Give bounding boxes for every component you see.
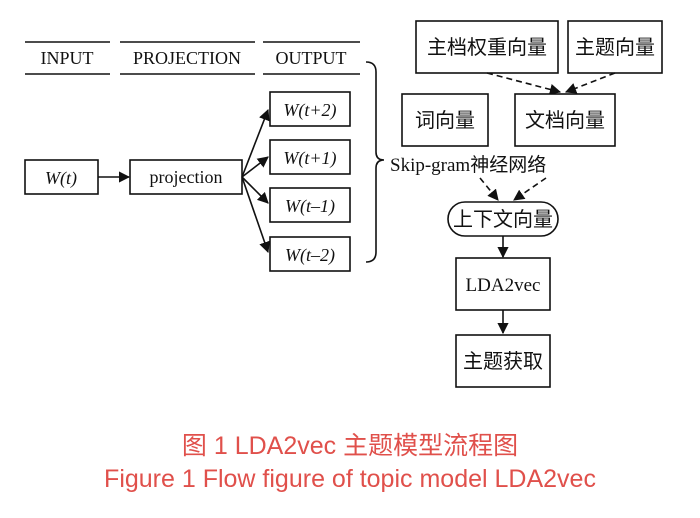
dashed-arrow-doc-to-context bbox=[513, 177, 547, 201]
document-vector-node bbox=[514, 93, 616, 147]
input-header: INPUT bbox=[41, 48, 94, 68]
output-node-3 bbox=[269, 187, 351, 223]
figure-caption-chinese: 图 1 LDA2vec 主题模型流程图 bbox=[181, 432, 519, 460]
context-vector-label: 上下文向量 bbox=[453, 208, 553, 231]
doc-weight-vector-label: 主档权重向量 bbox=[427, 36, 547, 59]
lda2vec-node bbox=[455, 257, 551, 311]
projection-header: PROJECTION bbox=[133, 48, 241, 68]
topic-vector-node bbox=[567, 20, 663, 74]
arrow-to-output-3 bbox=[241, 176, 269, 204]
output-label-1: W(t+2) bbox=[283, 100, 336, 121]
skip-gram-label: Skip-gram神经网络 bbox=[390, 154, 546, 176]
output-header: OUTPUT bbox=[276, 48, 347, 68]
arrow-to-output-1 bbox=[241, 108, 270, 178]
arrow-to-output-4 bbox=[241, 176, 270, 254]
input-label: W(t) bbox=[45, 168, 77, 189]
projection-label: projection bbox=[150, 167, 223, 187]
output-label-3: W(t–1) bbox=[285, 196, 335, 217]
dashed-arrow-docweight-to-docvector bbox=[486, 72, 562, 95]
topic-vector-label: 主题向量 bbox=[575, 36, 655, 59]
lda2vec-label: LDA2vec bbox=[466, 275, 541, 296]
word-vector-node bbox=[401, 93, 489, 147]
output-node-2 bbox=[269, 139, 351, 175]
output-label-2: W(t+1) bbox=[283, 148, 336, 169]
figure-caption-english: Figure 1 Flow figure of topic model LDA2… bbox=[104, 465, 596, 493]
output-node-4 bbox=[269, 236, 351, 272]
dashed-arrow-word-to-context bbox=[479, 177, 499, 201]
word-vector-label: 词向量 bbox=[415, 109, 475, 132]
dashed-arrow-topic-to-docvector bbox=[564, 72, 616, 94]
document-vector-label: 文档向量 bbox=[525, 109, 605, 132]
output-node-1 bbox=[269, 91, 351, 127]
topic-extraction-label: 主题获取 bbox=[463, 350, 543, 373]
doc-weight-vector-node bbox=[415, 20, 559, 74]
skip-gram-brace bbox=[365, 61, 385, 263]
topic-extraction-node bbox=[455, 334, 551, 388]
column-headers: INPUT PROJECTION OUTPUT bbox=[25, 41, 360, 75]
output-label-4: W(t–2) bbox=[285, 245, 335, 266]
input-node bbox=[24, 159, 99, 195]
arrow-to-output-2 bbox=[241, 156, 269, 178]
